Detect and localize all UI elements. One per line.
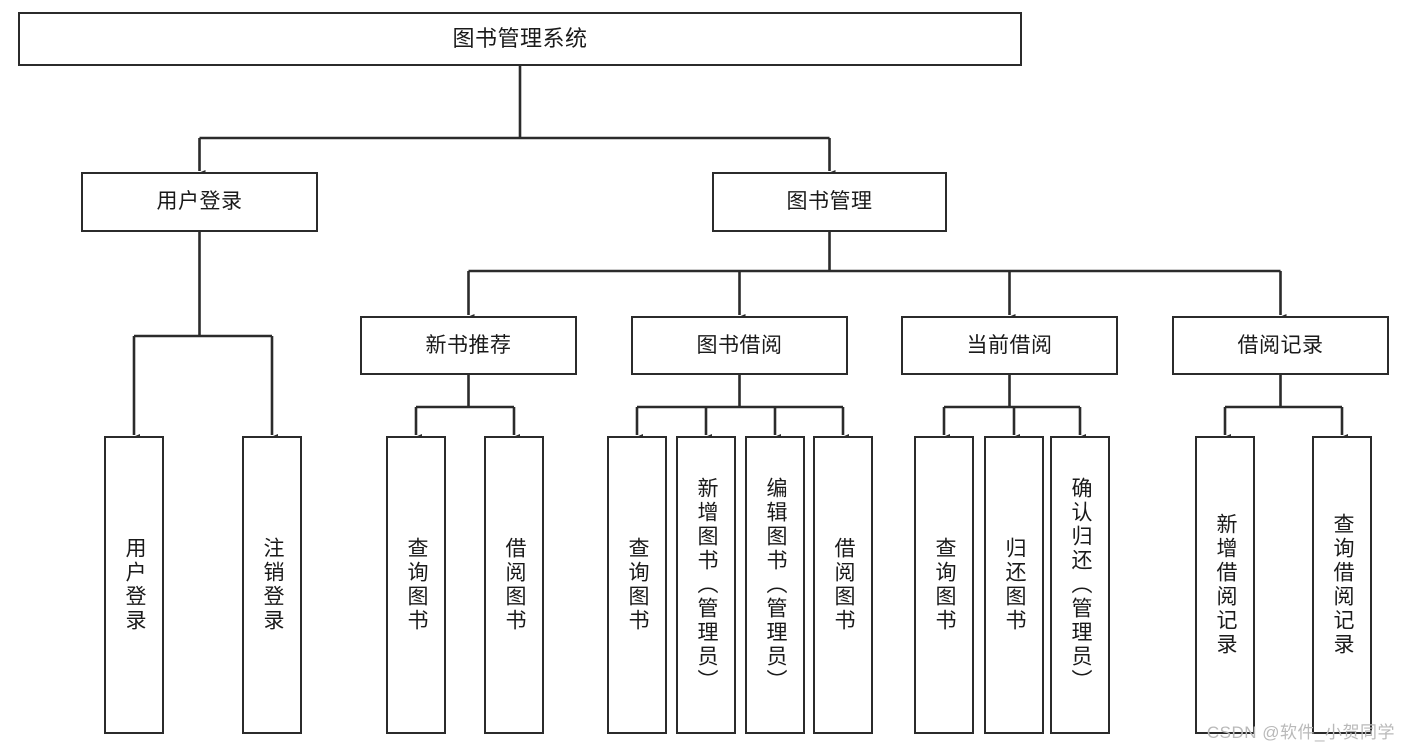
node-leaf-new-2[interactable]: 借阅图书 — [484, 436, 544, 734]
node-label: 用户登录 — [156, 190, 243, 214]
node-leaf-cur-1[interactable]: 查询图书 — [914, 436, 974, 734]
node-label: 查询图书 — [626, 537, 650, 633]
node-label: 归还图书 — [1003, 537, 1027, 633]
node-label: 确认归还（管理员） — [1069, 477, 1093, 693]
node-leaf-borrow-4[interactable]: 借阅图书 — [813, 436, 873, 734]
node-login[interactable]: 用户登录 — [81, 172, 318, 232]
node-leaf-rec-2[interactable]: 查询借阅记录 — [1312, 436, 1372, 734]
node-leaf-borrow-1[interactable]: 查询图书 — [607, 436, 667, 734]
node-label: 借阅图书 — [503, 537, 527, 633]
node-records[interactable]: 借阅记录 — [1172, 316, 1389, 375]
node-label: 当前借阅 — [966, 333, 1053, 357]
node-label: 注销登录 — [261, 537, 285, 633]
node-leaf-rec-1[interactable]: 新增借阅记录 — [1195, 436, 1255, 734]
node-leaf-borrow-3[interactable]: 编辑图书（管理员） — [745, 436, 805, 734]
node-label: 图书借阅 — [696, 333, 783, 357]
node-label: 借阅图书 — [832, 537, 856, 633]
node-current[interactable]: 当前借阅 — [901, 316, 1118, 375]
node-label: 新增借阅记录 — [1214, 513, 1238, 657]
node-label: 新书推荐 — [425, 333, 512, 357]
node-label: 新增图书（管理员） — [695, 477, 719, 693]
node-label: 查询借阅记录 — [1331, 513, 1355, 657]
node-borrow[interactable]: 图书借阅 — [631, 316, 848, 375]
node-label: 编辑图书（管理员） — [764, 477, 788, 693]
watermark-text: CSDN @软件_小贺同学 — [1206, 723, 1395, 742]
node-leaf-cur-2[interactable]: 归还图书 — [984, 436, 1044, 734]
node-leaf-new-1[interactable]: 查询图书 — [386, 436, 446, 734]
node-label: 借阅记录 — [1237, 333, 1324, 357]
node-leaf-cur-3[interactable]: 确认归还（管理员） — [1050, 436, 1110, 734]
node-label: 图书管理 — [786, 190, 873, 214]
node-label: 用户登录 — [123, 537, 147, 633]
node-label: 查询图书 — [933, 537, 957, 633]
node-bookmgmt[interactable]: 图书管理 — [712, 172, 947, 232]
node-leaf-login-1[interactable]: 用户登录 — [104, 436, 164, 734]
node-leaf-login-2[interactable]: 注销登录 — [242, 436, 302, 734]
node-leaf-borrow-2[interactable]: 新增图书（管理员） — [676, 436, 736, 734]
node-root[interactable]: 图书管理系统 — [18, 12, 1022, 66]
node-newbook[interactable]: 新书推荐 — [360, 316, 577, 375]
node-label: 查询图书 — [405, 537, 429, 633]
node-label: 图书管理系统 — [452, 25, 588, 51]
